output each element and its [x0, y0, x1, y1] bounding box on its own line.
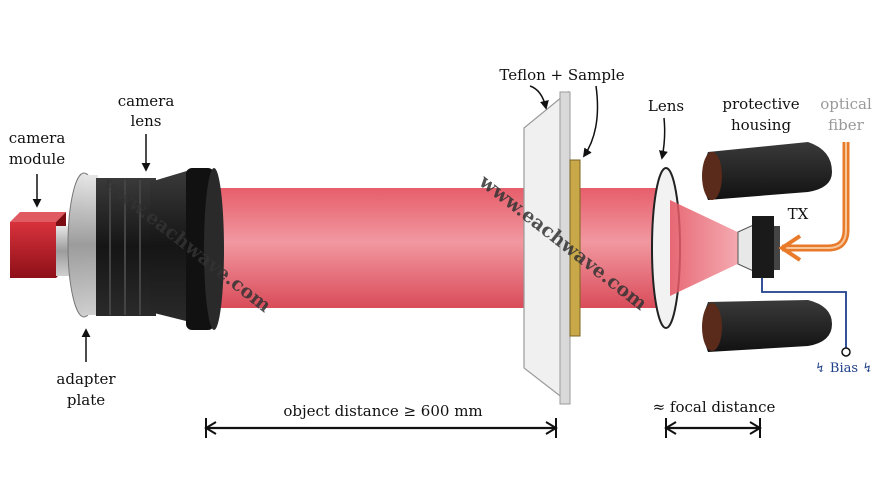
adapter-plate-label-2: plate: [67, 391, 105, 409]
teflon-pointer: [529, 85, 549, 110]
optical-fiber-label-2: fiber: [828, 116, 864, 134]
focal-distance-dimension: [664, 418, 762, 438]
camera-module-label-2: module: [9, 150, 65, 168]
object-distance-label: object distance ≥ 600 mm: [283, 402, 482, 420]
lens-pointer: [658, 117, 668, 160]
focal-distance-label: ≈ focal distance: [653, 398, 776, 416]
bias-wire: [761, 278, 847, 350]
camera-lens-label-2: lens: [130, 112, 161, 130]
camera-module: [10, 212, 76, 278]
protective-housing-label-2: housing: [731, 116, 792, 134]
optical-fiber-label-1: optical: [820, 95, 872, 113]
object-distance-dimension: [204, 418, 558, 438]
adapter-plate: [67, 172, 101, 318]
lens-label: Lens: [648, 97, 684, 115]
focused-beam-cone: [670, 200, 746, 296]
adapter-plate-label-1: adapter: [56, 370, 116, 388]
sample-pointer: [582, 85, 599, 158]
bias-label: ↯ Bias ↯: [815, 361, 873, 376]
tx-label: TX: [788, 205, 809, 223]
teflon-sample-label: Teflon + Sample: [499, 66, 624, 84]
camera-module-label-1: camera: [9, 129, 66, 147]
fiber-arrow-icon: [778, 234, 802, 262]
protective-housing: [702, 142, 832, 352]
collimated-beam: [200, 188, 670, 308]
protective-housing-label-1: protective: [722, 95, 799, 113]
transmitter: [737, 216, 780, 278]
camera-lens-label-1: camera: [118, 92, 175, 110]
camera-lens: [96, 168, 224, 330]
teflon-sample-plate: [523, 90, 581, 405]
